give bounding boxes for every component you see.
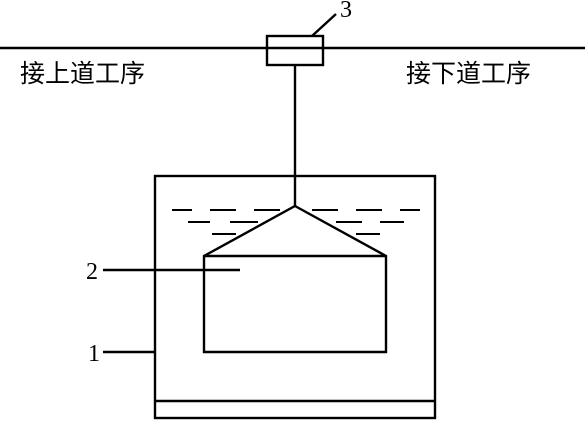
tank-number-label: 1 (88, 341, 100, 367)
workpiece (202, 204, 388, 354)
leader-line-3 (311, 13, 337, 37)
workpiece-number-label: 2 (86, 259, 98, 285)
hanger-number-label: 3 (340, 0, 352, 23)
liquid-surface (172, 209, 420, 235)
dip-tank (153, 174, 437, 420)
left-station-label: 接上道工序 (20, 59, 145, 88)
hanger-trolley (265, 34, 325, 67)
right-station-label: 接下道工序 (406, 59, 531, 88)
